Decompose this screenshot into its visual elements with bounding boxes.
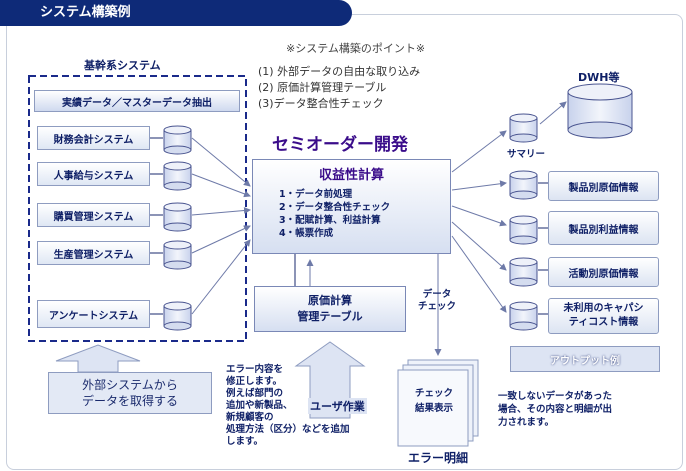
points-list: (1) 外部データの自由な取り込み (2) 原価計算管理テーブル (3)データ整… xyxy=(258,64,420,112)
arrow-purchase xyxy=(191,207,251,216)
database-icon-out1 xyxy=(509,170,538,200)
system-production: 生産管理システム xyxy=(37,241,150,265)
system-purchase: 購買管理システム xyxy=(37,203,150,227)
user-work-label: ユーザ作業 xyxy=(308,398,367,414)
user-note-line3: 例えば部門の xyxy=(226,388,284,399)
arrow-production xyxy=(191,225,251,254)
system-hr: 人事給与システム xyxy=(37,162,150,186)
external-note-line1: 外部システムから xyxy=(82,378,178,392)
database-icon-production xyxy=(163,240,192,270)
user-note-line6: 処理方法（区分）などを追加 xyxy=(226,424,350,435)
profit-calc-title: 収益性計算 xyxy=(318,168,384,183)
user-note-line7: します。 xyxy=(226,436,264,447)
point-item-2: (2) 原価計算管理テーブル xyxy=(258,81,387,94)
cost-table-line2: 管理テーブル xyxy=(297,310,363,323)
database-icon-finance xyxy=(163,125,192,155)
database-icon-summary xyxy=(509,113,538,143)
system-finance: 財務会計システム xyxy=(37,126,150,150)
system-survey: アンケートシステム xyxy=(37,300,150,328)
database-icon-out3 xyxy=(509,257,538,287)
points-title: ※システム構築のポイント※ xyxy=(286,42,426,55)
output-unused-capacity: 未利用のキャパシ ティコスト情報 xyxy=(548,298,659,334)
summary-label: サマリー xyxy=(507,149,546,160)
profit-calc-box: 収益性計算 1・データ前処理 2・データ整合性チェック 3・配賦計算、利益計算 … xyxy=(252,159,451,254)
output-activity-cost: 活動別原価情報 xyxy=(548,257,659,287)
arrow-out1 xyxy=(451,180,507,191)
external-note-line2: データを取得する xyxy=(81,394,178,408)
arrow-out2 xyxy=(451,205,507,227)
database-icon-hr xyxy=(163,161,192,191)
check-note: 一致しないデータがあった 場合、その内容と明細が出 力されます。 xyxy=(498,390,612,429)
step-2: 2・データ整合性チェック xyxy=(279,202,391,213)
data-check-label: データ チェック xyxy=(418,289,456,313)
cost-table-box: 原価計算 管理テーブル xyxy=(254,286,406,332)
database-icon-out2 xyxy=(509,215,538,245)
database-icons-left xyxy=(163,125,192,331)
user-note-line1: エラー内容を xyxy=(226,364,284,375)
output-product-profit: 製品別利益情報 xyxy=(548,211,659,245)
external-arrow-icon xyxy=(55,344,141,373)
check-result-line1: チェック xyxy=(414,388,453,399)
data-check-line2: チェック xyxy=(418,301,457,312)
arrow-hr xyxy=(191,173,251,198)
dwh-label: DWH等 xyxy=(578,71,620,84)
core-systems-frame xyxy=(28,75,247,342)
error-pages-icon xyxy=(397,359,479,447)
arrow-survey xyxy=(191,239,251,315)
database-icon-purchase xyxy=(163,202,192,232)
unused-capacity-line2: ティコスト情報 xyxy=(568,317,639,328)
check-note-line1: 一致しないデータがあった xyxy=(498,391,613,402)
arrow-out4 xyxy=(451,235,507,313)
user-note-line4: 追加や新製品、 xyxy=(226,400,293,411)
check-result-line2: 結果表示 xyxy=(414,403,453,414)
profit-calc-steps: 1・データ前処理 2・データ整合性チェック 3・配賦計算、利益計算 4・帳票作成 xyxy=(279,188,390,240)
arrow-finance xyxy=(191,137,251,187)
data-check-line1: データ xyxy=(422,289,452,300)
extract-label: 実績データ／マスターデータ抽出 xyxy=(34,90,240,112)
output-product-cost: 製品別原価情報 xyxy=(548,171,659,201)
user-work-note: エラー内容を 修正します。 例えば部門の 追加や新製品、 新規顧客の 処理方法（… xyxy=(226,364,350,448)
cost-table-line1: 原価計算 xyxy=(308,294,352,307)
arrow-out3 xyxy=(451,221,507,271)
arrow-dwh xyxy=(539,101,567,125)
check-note-line3: 力されます。 xyxy=(498,417,555,428)
point-item-1: (1) 外部データの自由な取り込み xyxy=(258,65,421,78)
external-systems-note: 外部システムから データを取得する xyxy=(48,372,212,414)
user-note-line5: 新規顧客の xyxy=(226,412,274,423)
dwh-database-icon xyxy=(567,83,633,139)
check-result-text: チェック 結果表示 xyxy=(412,386,456,416)
unused-capacity-line1: 未利用のキャパシ xyxy=(563,303,644,314)
database-icons-right xyxy=(509,83,633,331)
step-1: 1・データ前処理 xyxy=(279,189,353,200)
database-icon-out4 xyxy=(509,301,538,331)
database-icon-survey xyxy=(163,301,192,331)
output-example-caption: アウトプット例 xyxy=(510,346,660,372)
step-3: 3・配賦計算、利益計算 xyxy=(279,215,381,226)
error-detail-caption: エラー明細 xyxy=(408,451,469,465)
user-note-line2: 修正します。 xyxy=(226,376,283,387)
check-note-line2: 場合、その内容と明細が出 xyxy=(498,404,613,415)
point-item-3: (3)データ整合性チェック xyxy=(258,97,384,110)
center-title: セミオーダー開発 xyxy=(272,135,408,155)
arrow-summary xyxy=(451,130,507,173)
step-4: 4・帳票作成 xyxy=(279,228,334,239)
core-systems-title: 基幹系システム xyxy=(84,59,161,72)
header-tab: システム構築例 xyxy=(0,0,352,26)
